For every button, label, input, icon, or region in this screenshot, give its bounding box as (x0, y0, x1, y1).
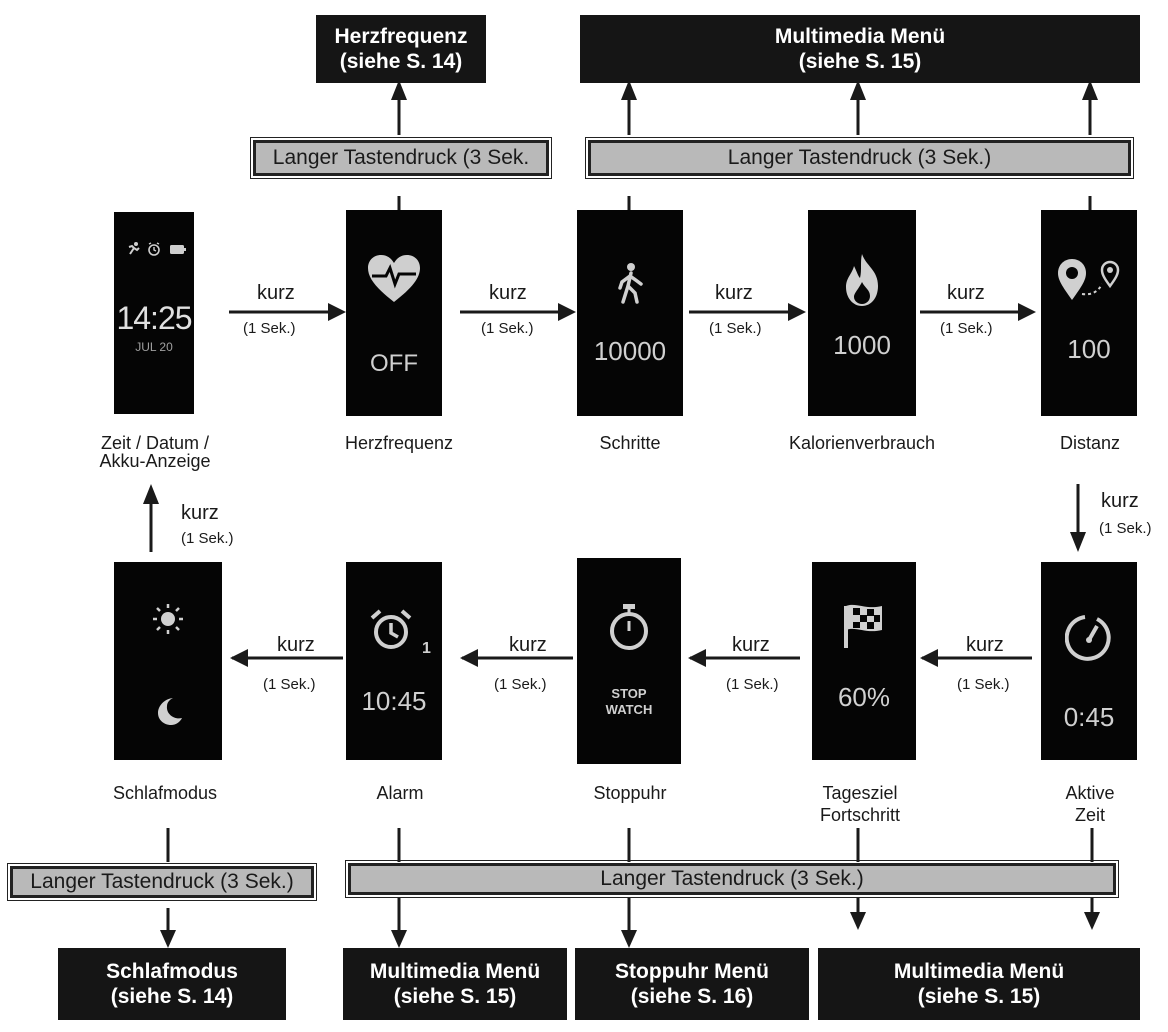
screen-distanz: 100 (1041, 210, 1137, 416)
kurz-label: kurz (181, 502, 219, 524)
target-schlafmodus: Schlafmodus (siehe S. 14) (58, 948, 286, 1020)
long-press-bar-herz: Langer Tastendruck (3 Sek. (250, 137, 552, 179)
target-multimedia-bottom-2: Multimedia Menü (siehe S. 15) (818, 948, 1140, 1020)
target-multimedia-top: Multimedia Menü (siehe S. 15) (580, 15, 1140, 83)
screen-tagesziel: 60% (812, 562, 916, 760)
screen-zeit: 14:25 JUL 20 (114, 212, 194, 414)
label-stoppuhr: Stoppuhr (593, 783, 667, 803)
sek-label: (1 Sek.) (494, 676, 547, 693)
heart-rate-value: OFF (370, 350, 418, 377)
kurz-label: kurz (509, 634, 547, 656)
sun-icon (153, 604, 183, 634)
long-press-label: Langer Tastendruck (3 Sek. (272, 146, 530, 169)
screen-schlafmodus (114, 562, 222, 760)
stopwatch-line-1: STOP (611, 686, 647, 701)
target-ref: (siehe S. 15) (393, 985, 517, 1008)
stopwatch-line-2: WATCH (605, 702, 653, 717)
running-icon (128, 242, 140, 255)
target-ref: (siehe S. 14) (339, 50, 463, 73)
target-ref: (siehe S. 16) (630, 985, 754, 1008)
label-kalorien: Kalorienverbrauch (788, 433, 936, 453)
label-line: Zeit / Datum / (100, 433, 210, 453)
time-display: 14:25 (116, 300, 192, 336)
sek-label: (1 Sek.) (181, 530, 234, 547)
label-schlafmodus: Schlafmodus (112, 783, 218, 803)
kurz-label: kurz (1101, 490, 1139, 512)
label-distanz: Distanz (1059, 433, 1121, 453)
label-line: Aktive (1065, 783, 1115, 803)
kurz-label: kurz (257, 282, 295, 304)
target-title: Herzfrequenz (334, 25, 468, 48)
alarm-time: 10:45 (361, 686, 427, 716)
target-title: Multimedia Menü (774, 25, 946, 48)
active-time-value: 0:45 (1063, 702, 1115, 732)
label-schritte: Schritte (599, 433, 661, 453)
sek-label: (1 Sek.) (726, 676, 779, 693)
walking-icon (618, 263, 643, 304)
target-title: Schlafmodus (106, 960, 238, 983)
long-press-label: Langer Tastendruck (3 Sek.) (727, 146, 992, 169)
steps-value: 10000 (593, 336, 667, 366)
sek-label: (1 Sek.) (709, 320, 762, 337)
screen-alarm: 1 10:45 (346, 562, 442, 760)
target-ref: (siehe S. 14) (110, 985, 234, 1008)
sek-label: (1 Sek.) (940, 320, 993, 337)
target-title: Multimedia Menü (893, 960, 1065, 983)
timer-icon (1065, 615, 1111, 661)
long-press-label: Langer Tastendruck (3 Sek.) (30, 870, 294, 893)
label-line: Tagesziel (822, 783, 898, 803)
target-stoppuhr-menu: Stoppuhr Menü (siehe S. 16) (575, 948, 809, 1020)
screen-herzfrequenz: OFF (346, 210, 442, 416)
target-ref: (siehe S. 15) (798, 50, 922, 73)
kurz-label: kurz (489, 282, 527, 304)
screen-kalorien: 1000 (808, 210, 916, 416)
screen-schritte: 10000 (577, 210, 683, 416)
kurz-label: kurz (732, 634, 770, 656)
label-line: Zeit (1074, 805, 1105, 825)
label-line: Akku-Anzeige (99, 451, 211, 471)
goal-progress-value: 60% (837, 682, 891, 712)
long-press-label: Langer Tastendruck (3 Sek.) (600, 867, 864, 890)
heart-pulse-icon (368, 255, 420, 302)
label-alarm: Alarm (376, 783, 424, 803)
kurz-label: kurz (966, 634, 1004, 656)
label-tagesziel: Tagesziel Fortschritt (790, 782, 930, 826)
target-ref: (siehe S. 15) (917, 985, 1041, 1008)
label-aktive-zeit: Aktive Zeit (1040, 782, 1140, 826)
alarm-badge: 1 (422, 640, 431, 657)
distance-value: 100 (1067, 334, 1111, 364)
calories-value: 1000 (833, 330, 891, 360)
sek-label: (1 Sek.) (481, 320, 534, 337)
stopwatch-icon (610, 604, 648, 650)
kurz-label: kurz (277, 634, 315, 656)
target-title: Multimedia Menü (369, 960, 541, 983)
kurz-label: kurz (947, 282, 985, 304)
target-herzfrequenz: Herzfrequenz (siehe S. 14) (316, 15, 486, 83)
sek-label: (1 Sek.) (243, 320, 296, 337)
date-display: JUL 20 (135, 340, 173, 354)
kurz-label: kurz (715, 282, 753, 304)
label-herzfrequenz: Herzfrequenz (344, 433, 454, 453)
map-pin-icon (1058, 259, 1120, 300)
label-zeit: Zeit / Datum / Akku-Anzeige (60, 432, 250, 472)
alarm-clock-icon (370, 609, 412, 649)
sek-label: (1 Sek.) (957, 676, 1010, 693)
battery-icon (170, 245, 186, 254)
screen-stoppuhr: STOP WATCH (577, 558, 681, 764)
checkered-flag-icon (844, 604, 882, 648)
flame-icon (846, 254, 878, 306)
sek-label: (1 Sek.) (1099, 520, 1152, 537)
long-press-bar-top: Langer Tastendruck (3 Sek.) (585, 137, 1134, 179)
screen-aktive-zeit: 0:45 (1041, 562, 1137, 760)
target-multimedia-bottom-1: Multimedia Menü (siehe S. 15) (343, 948, 567, 1020)
target-title: Stoppuhr Menü (615, 960, 769, 983)
alarm-icon (148, 242, 160, 256)
label-line: Fortschritt (819, 805, 900, 825)
sek-label: (1 Sek.) (263, 676, 316, 693)
long-press-bar-bottom: Langer Tastendruck (3 Sek.) (345, 860, 1119, 898)
long-press-bar-schlaf: Langer Tastendruck (3 Sek.) (7, 863, 317, 901)
moon-icon (158, 698, 182, 725)
